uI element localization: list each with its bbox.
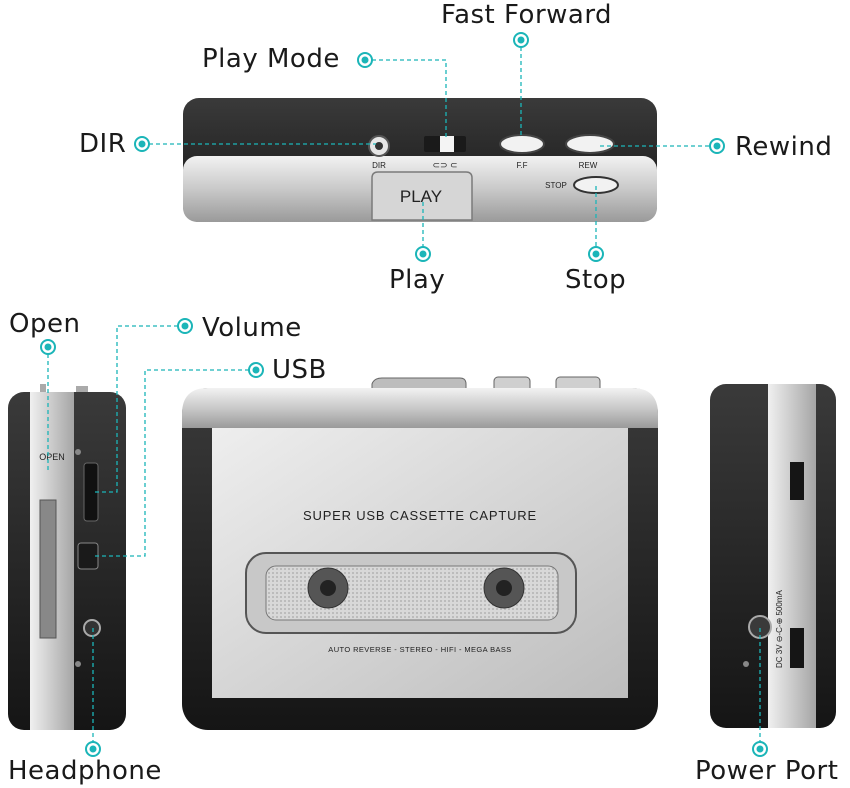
leader-play-mode	[365, 59, 447, 138]
ff-button	[499, 134, 545, 154]
top-dir-label: DIR	[372, 161, 386, 170]
leader-usb	[92, 369, 256, 557]
dot-core-power-port	[756, 745, 764, 753]
dot-core-rewind	[713, 142, 721, 150]
right-reel-hub	[496, 580, 512, 596]
side-slot	[39, 499, 57, 639]
side-screw-top	[75, 449, 81, 455]
side-tab	[76, 386, 88, 396]
play-mode-glyph: ⊂⊃ ⊂	[432, 160, 457, 170]
label-rewind: Rewind	[735, 132, 833, 162]
front-title: SUPER USB CASSETTE CAPTURE	[303, 508, 537, 523]
leader-lines	[47, 40, 761, 749]
label-dir: DIR	[79, 129, 127, 159]
power-port	[748, 615, 772, 639]
callout-dots	[40, 32, 768, 757]
dot-core-headphone	[89, 745, 97, 753]
rew-button	[565, 134, 615, 154]
label-open: Open	[9, 309, 81, 339]
label-usb: USB	[272, 355, 327, 385]
dot-core-stop	[592, 250, 600, 258]
dot-core-volume	[181, 322, 189, 330]
dot-core-open	[44, 343, 52, 351]
left-reel-hub	[320, 580, 336, 596]
stop-button	[573, 176, 619, 194]
top-play-label: PLAY	[400, 187, 442, 206]
top-rew-label: REW	[579, 161, 598, 170]
play-button	[371, 171, 473, 221]
dot-core-play-mode	[361, 56, 369, 64]
dot-core-fast-forward	[517, 36, 525, 44]
headphone-jack	[83, 619, 101, 637]
label-volume: Volume	[202, 313, 302, 343]
label-stop: Stop	[565, 265, 627, 295]
front-top-edge	[182, 388, 658, 428]
dot-core-dir	[138, 140, 146, 148]
side-open-label: OPEN	[39, 452, 65, 462]
play-mode-switch	[440, 136, 454, 152]
right-side-slot-bottom	[790, 628, 804, 668]
side-power-spec: DC 3V ⊖-C-⊕ 500mA	[775, 589, 784, 668]
right-side-screw	[743, 661, 749, 667]
right-side-view: DC 3V ⊖-C-⊕ 500mA	[710, 384, 836, 728]
dot-core-play	[419, 250, 427, 258]
label-fast-forward: Fast Forward	[441, 0, 613, 30]
dir-jack-hole	[375, 142, 383, 150]
right-side-slot-top	[790, 462, 804, 500]
label-play: Play	[389, 265, 446, 295]
label-play-mode: Play Mode	[202, 44, 340, 74]
label-headphone: Headphone	[8, 756, 162, 786]
right-side-silver	[768, 384, 816, 728]
front-subtitle: AUTO REVERSE - STEREO - HIFI - MEGA BASS	[328, 645, 511, 654]
label-power-port: Power Port	[695, 756, 839, 786]
front-view: SUPER USB CASSETTE CAPTURE AUTO REVERSE …	[182, 376, 658, 730]
top-ff-label: F.F	[516, 161, 527, 170]
left-side-view: OPEN	[8, 384, 126, 730]
top-view: DIR ⊂⊃ ⊂ F.F REW STOP PLAY	[183, 98, 657, 222]
leader-volume	[92, 325, 185, 493]
open-tab	[40, 384, 46, 396]
dot-core-usb	[252, 366, 260, 374]
side-screw-bottom	[75, 661, 81, 667]
top-stop-label: STOP	[545, 181, 567, 190]
